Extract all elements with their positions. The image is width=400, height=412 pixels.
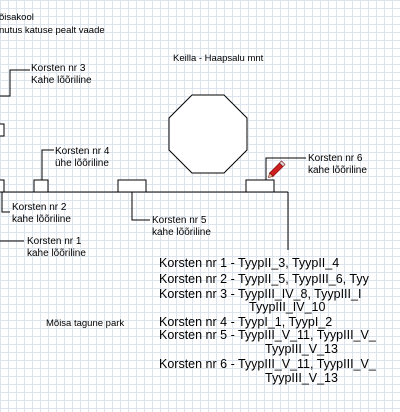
chimney-6-name: Korsten nr 6 (308, 153, 363, 164)
types-list-item-6-cont: TyypIII_V_13 (265, 371, 338, 385)
leader-chimney-6 (265, 157, 306, 180)
chimney-1-name: Korsten nr 1 (27, 236, 82, 247)
leader-chimney-2 (1, 192, 10, 213)
types-list-item-5-cont: TyypIII_V_13 (265, 342, 338, 356)
chimney-4-box (33, 179, 49, 193)
chimney-2-name: Korsten nr 2 (12, 202, 67, 213)
park-label: Mõisa tagune park (46, 318, 125, 329)
chimney-2-label: Korsten nr 2 kahe lõõriline (12, 202, 71, 226)
types-list-item-4: Korsten nr 4 - TyypI_1, TyypI_2 (159, 315, 333, 329)
chimney-2-type: kahe lõõriline (12, 214, 71, 225)
octagon-shape (168, 94, 248, 174)
chimney-3-type: Kahe lõõriline (31, 75, 92, 86)
types-list-item-3: Korsten nr 3 - TyypIII_IV_8, TyypIII_I (159, 287, 362, 301)
chimney-6-type: kahe lõõriline (308, 165, 367, 176)
chimney-5-label: Korsten nr 5 kahe lõõriline (152, 215, 211, 239)
chimney-4-label: Korsten nr 4 ühe lõõriline (55, 146, 109, 170)
types-list-item-6: Korsten nr 6 - TyypIII_V_11, TyypIII_V_ (159, 357, 376, 371)
chimney-3-name: Korsten nr 3 (31, 63, 86, 74)
types-list-item-3-cont: TyypIII_IV_10 (249, 300, 326, 314)
chimney-6-box (245, 179, 275, 193)
chimney-2-box (0, 179, 5, 193)
leader-chimney-5 (131, 192, 150, 221)
leader-chimney-3 (0, 69, 30, 97)
chimney-3-label: Korsten nr 3 Kahe lõõriline (31, 63, 92, 87)
types-list-item-2: Korsten nr 2 - TyypII_5, TyypIII_6, Tyy (159, 272, 369, 286)
title-line-2: nutus katuse pealt vaade (0, 25, 105, 36)
chimney-1-label: Korsten nr 1 kahe lõõriline (27, 236, 86, 260)
chimney-6-label: Korsten nr 6 kahe lõõriline (308, 153, 367, 177)
chimney-4-name: Korsten nr 4 (55, 146, 110, 157)
chimney-5-type: kahe lõõriline (152, 227, 211, 238)
chimney-5-box (117, 179, 147, 193)
types-list-item-5: Korsten nr 5 - TyypIII_V_11, TyypIII_V_ (159, 328, 376, 342)
chimney-1-type: kahe lõõriline (27, 248, 86, 259)
road-label: Keilla - Haapsalu mnt (173, 53, 264, 64)
title-line-1: õisakool (0, 12, 34, 23)
chimney-5-name: Korsten nr 5 (152, 215, 207, 226)
chimney-4-type: ühe lõõriline (55, 158, 109, 169)
leader-chimney-4 (41, 149, 54, 180)
types-list-item-1: Korsten nr 1 - TyypII_3, TyypII_4 (159, 256, 340, 270)
pencil-icon (268, 160, 286, 178)
chimney-3-box (0, 123, 5, 137)
